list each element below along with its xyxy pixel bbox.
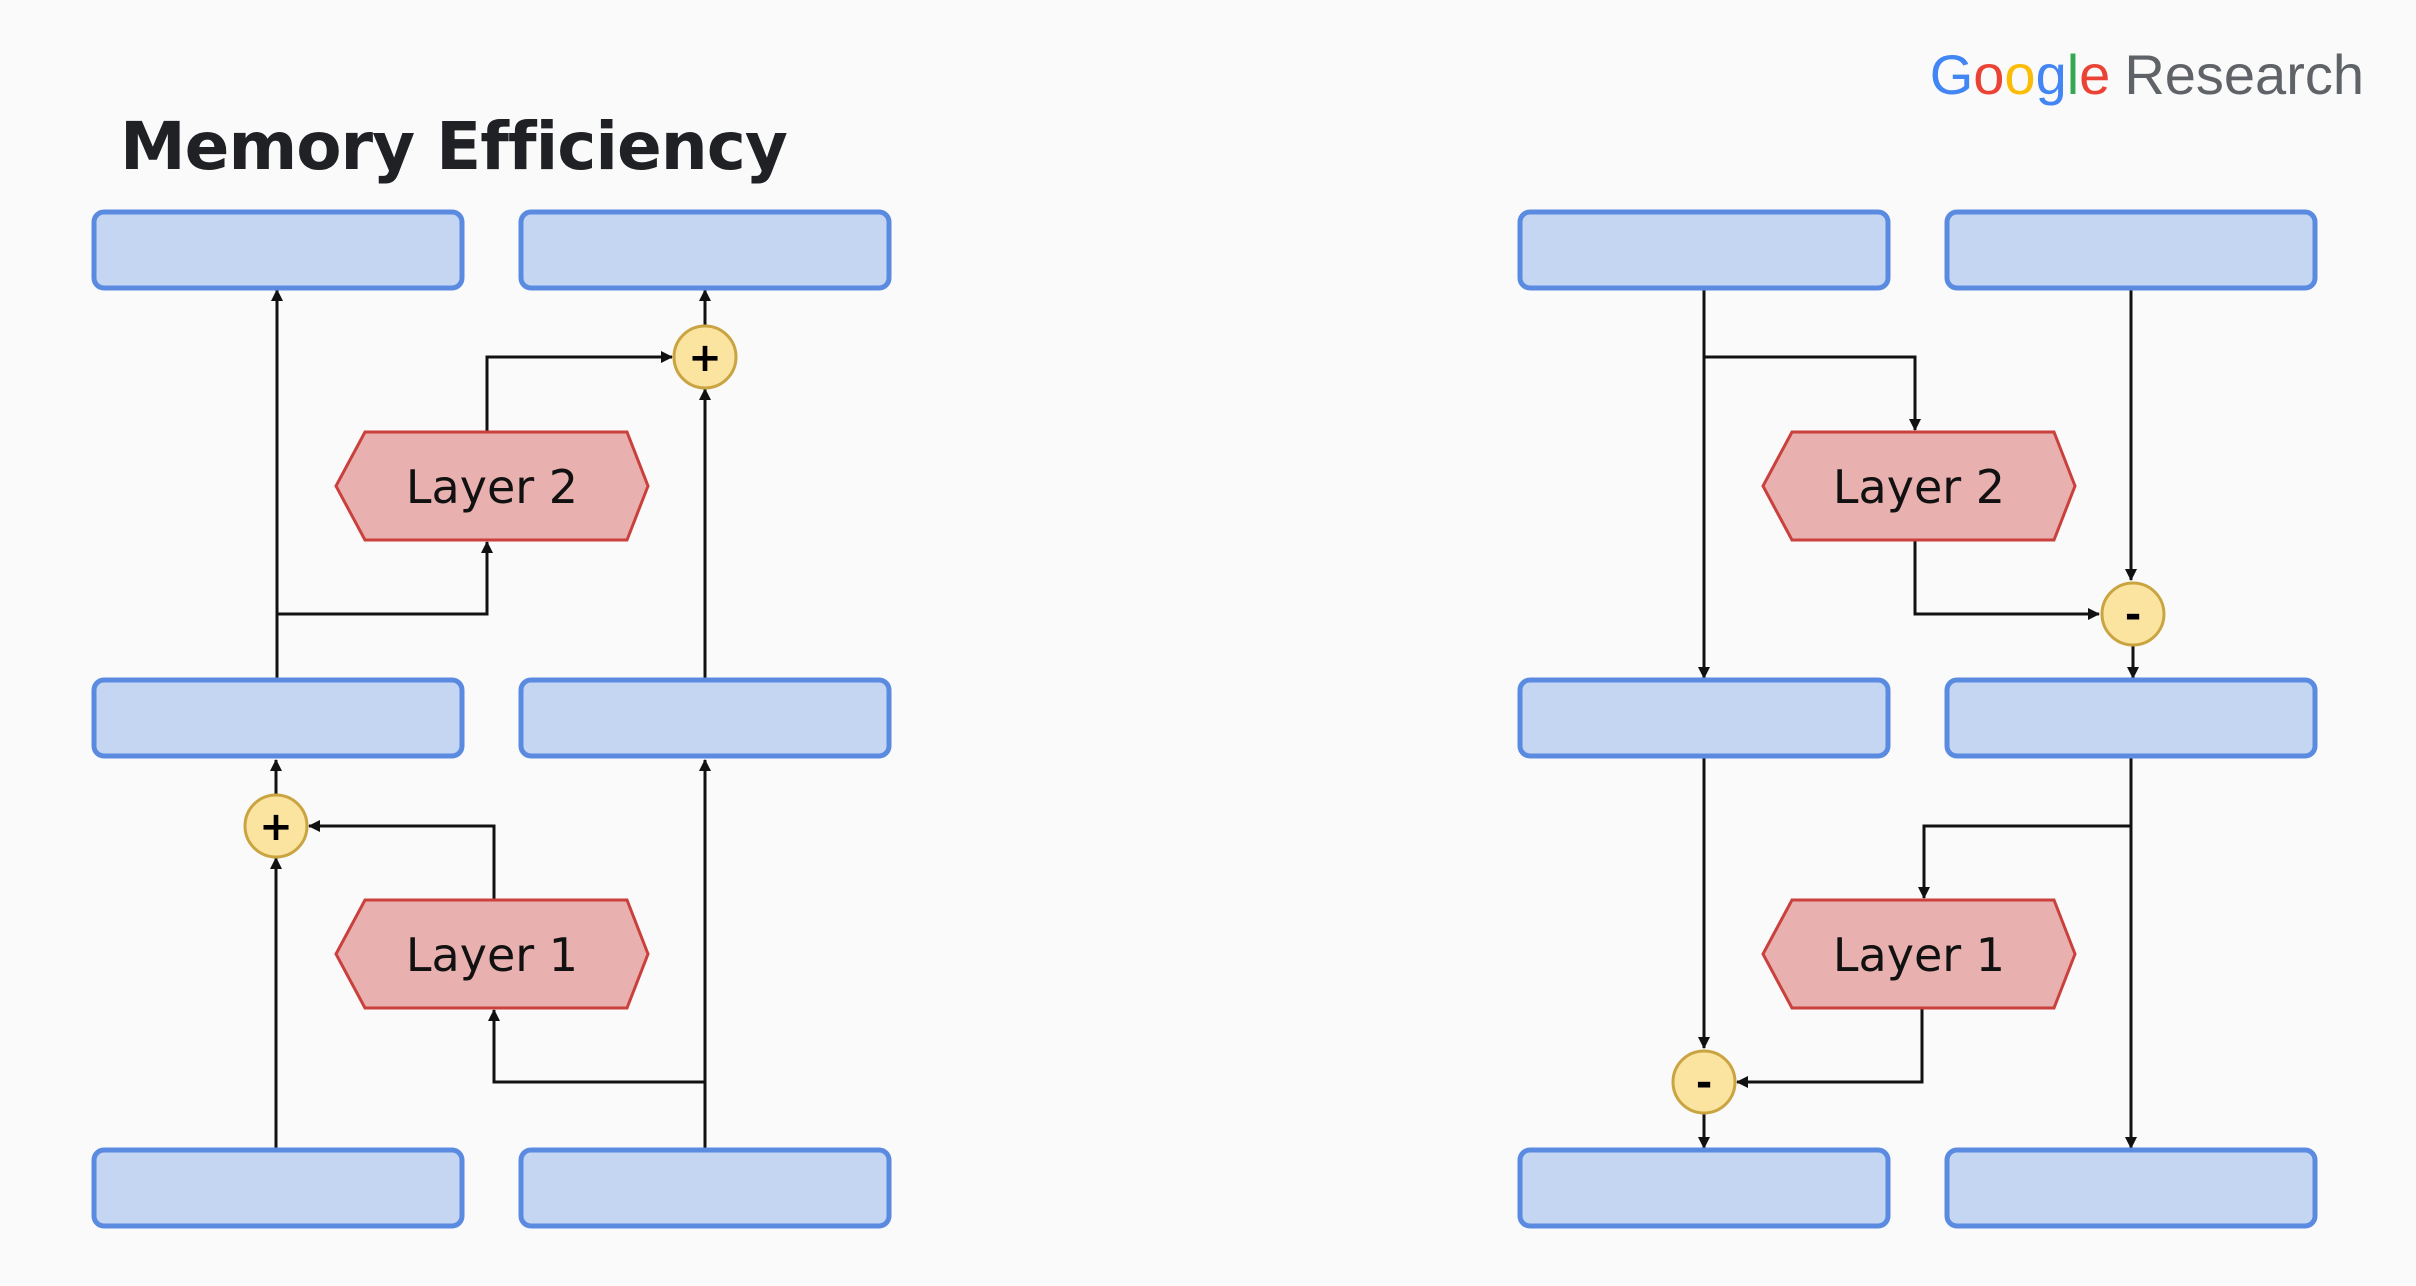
tensor-reverse-middle-1 <box>1517 677 1891 759</box>
google-letter-3: g <box>2035 43 2067 106</box>
tensor-forward-output-2 <box>518 209 892 291</box>
subtract-op-reverse-lower-symbol: - <box>1696 1060 1713 1106</box>
reverse-pass-diagram: Layer 2 Layer 1 - - <box>1517 209 2318 1229</box>
tensor-reverse-output-2 <box>1944 209 2318 291</box>
add-op-forward-upper: + <box>672 324 738 390</box>
wire-rev-x2-to-layer1 <box>1918 824 2131 899</box>
layer-forward-1: Layer 1 <box>334 898 650 1010</box>
subtract-op-reverse-lower: - <box>1671 1049 1737 1115</box>
google-letter-1: o <box>1973 43 2005 106</box>
tensor-forward-middle-1 <box>91 677 465 759</box>
tensor-forward-input-2 <box>518 1147 892 1229</box>
layer-forward-2: Layer 2 <box>334 430 650 542</box>
wire-fwd-layer1-to-add <box>308 820 496 900</box>
layer-forward-1-label: Layer 1 <box>406 928 578 982</box>
google-letter-2: o <box>2004 43 2036 106</box>
wire-fwd-x1-to-layer2 <box>277 541 493 616</box>
tensor-forward-input-1 <box>91 1147 465 1229</box>
wire-fwd-in2-to-layer1 <box>488 1009 705 1084</box>
layer-reverse-1-label: Layer 1 <box>1833 928 2005 982</box>
tensor-reverse-output-1 <box>1517 209 1891 291</box>
tensor-reverse-input-2 <box>1944 1147 2318 1229</box>
add-op-forward-lower-symbol: + <box>259 804 293 850</box>
google-letter-0: G <box>1929 43 1974 106</box>
forward-pass-diagram: Layer 2 Layer 1 + + <box>91 209 892 1229</box>
layer-forward-2-label: Layer 2 <box>406 460 578 514</box>
wire-rev-layer2-to-sub <box>1913 540 2100 620</box>
subtract-op-reverse-upper-symbol: - <box>2125 592 2142 638</box>
tensor-reverse-input-1 <box>1517 1147 1891 1229</box>
research-wordmark: Research <box>2124 43 2364 106</box>
wire-rev-y1-to-layer2 <box>1704 355 1921 431</box>
layer-reverse-2: Layer 2 <box>1761 430 2077 542</box>
tensor-forward-output-1 <box>91 209 465 291</box>
google-letter-4: l <box>2066 43 2080 106</box>
layer-reverse-1: Layer 1 <box>1761 898 2077 1010</box>
google-wordmark: Google <box>1930 43 2111 106</box>
layer-reverse-2-label: Layer 2 <box>1833 460 2005 514</box>
wire-fwd-layer2-to-add <box>485 351 673 432</box>
add-op-forward-lower: + <box>243 793 309 859</box>
add-op-forward-upper-symbol: + <box>688 335 722 381</box>
google-letter-5: e <box>2079 43 2111 106</box>
tensor-forward-middle-2 <box>518 677 892 759</box>
slide-title: Memory Efficiency <box>120 108 788 185</box>
subtract-op-reverse-upper: - <box>2100 581 2166 647</box>
wire-rev-layer1-to-sub <box>1736 1008 1924 1088</box>
tensor-reverse-middle-2 <box>1944 677 2318 759</box>
